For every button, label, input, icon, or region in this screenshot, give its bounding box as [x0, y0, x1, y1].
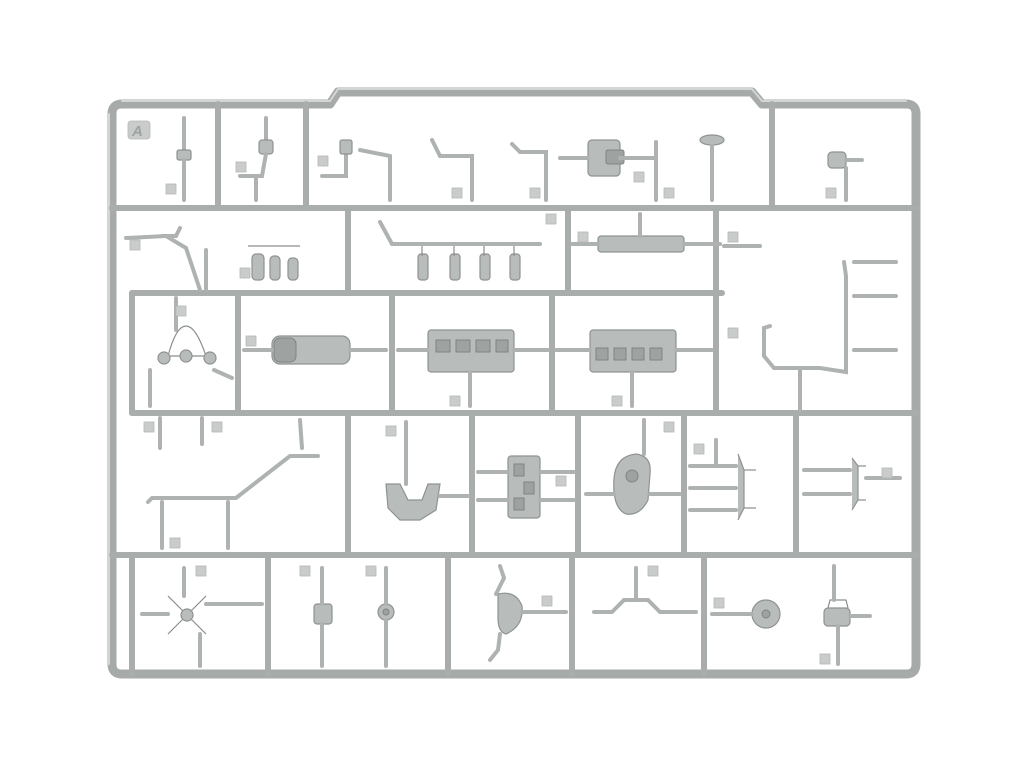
row5-parts — [140, 564, 872, 668]
row1-parts — [165, 116, 864, 202]
row4-parts — [143, 416, 902, 550]
row2-parts — [124, 212, 898, 412]
sprue-letter-tag: A — [127, 120, 151, 140]
sprue-letter: A — [131, 123, 143, 140]
sprue-frame — [107, 87, 921, 679]
row3-parts — [148, 296, 714, 408]
fan-part — [167, 595, 207, 635]
vertical-runners — [129, 101, 799, 677]
horizontal-runners — [109, 205, 919, 558]
